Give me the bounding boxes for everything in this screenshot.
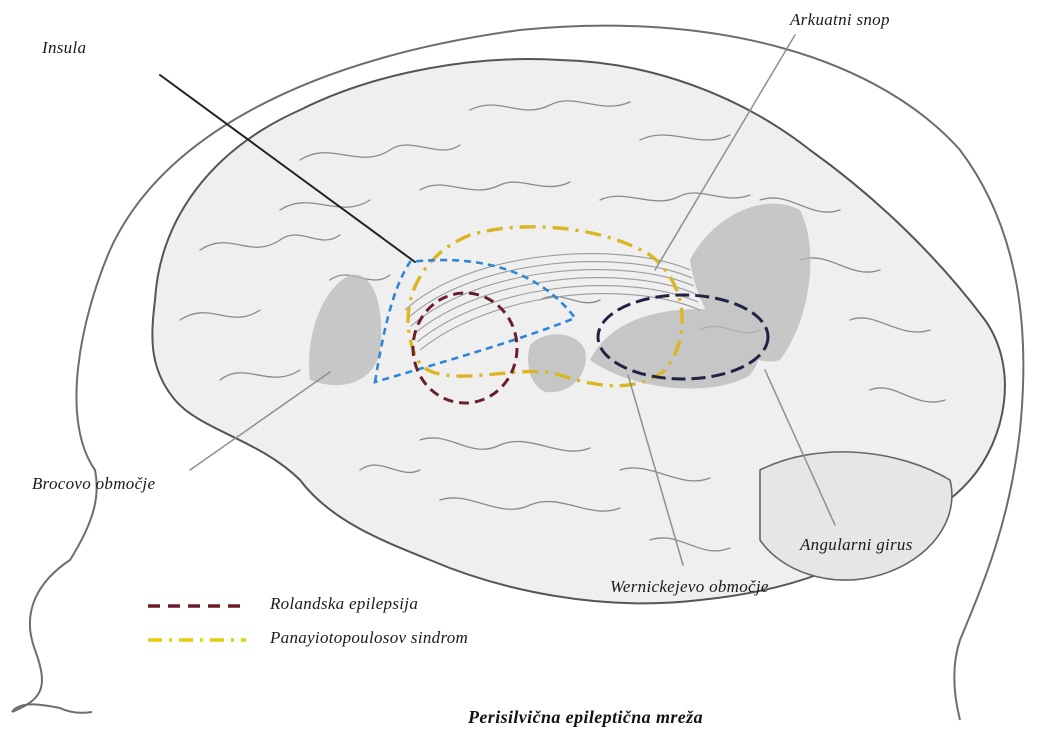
cerebellum [760,452,952,580]
label-broca-area: Brocovo območje [32,474,155,494]
legend-rolandic-label: Rolandska epilepsija [270,594,418,614]
label-arcuate-fasciculus: Arkuatni snop [790,10,890,30]
label-insula: Insula [42,38,86,58]
head-outline-chin [12,704,92,712]
figure-caption: Perisilvična epileptična mreža [468,707,703,728]
label-wernicke-area: Wernickejevo območje [610,577,769,597]
label-angular-gyrus: Angularni girus [800,535,913,555]
legend-panayiotopoulos-label: Panayiotopoulosov sindrom [270,628,468,648]
